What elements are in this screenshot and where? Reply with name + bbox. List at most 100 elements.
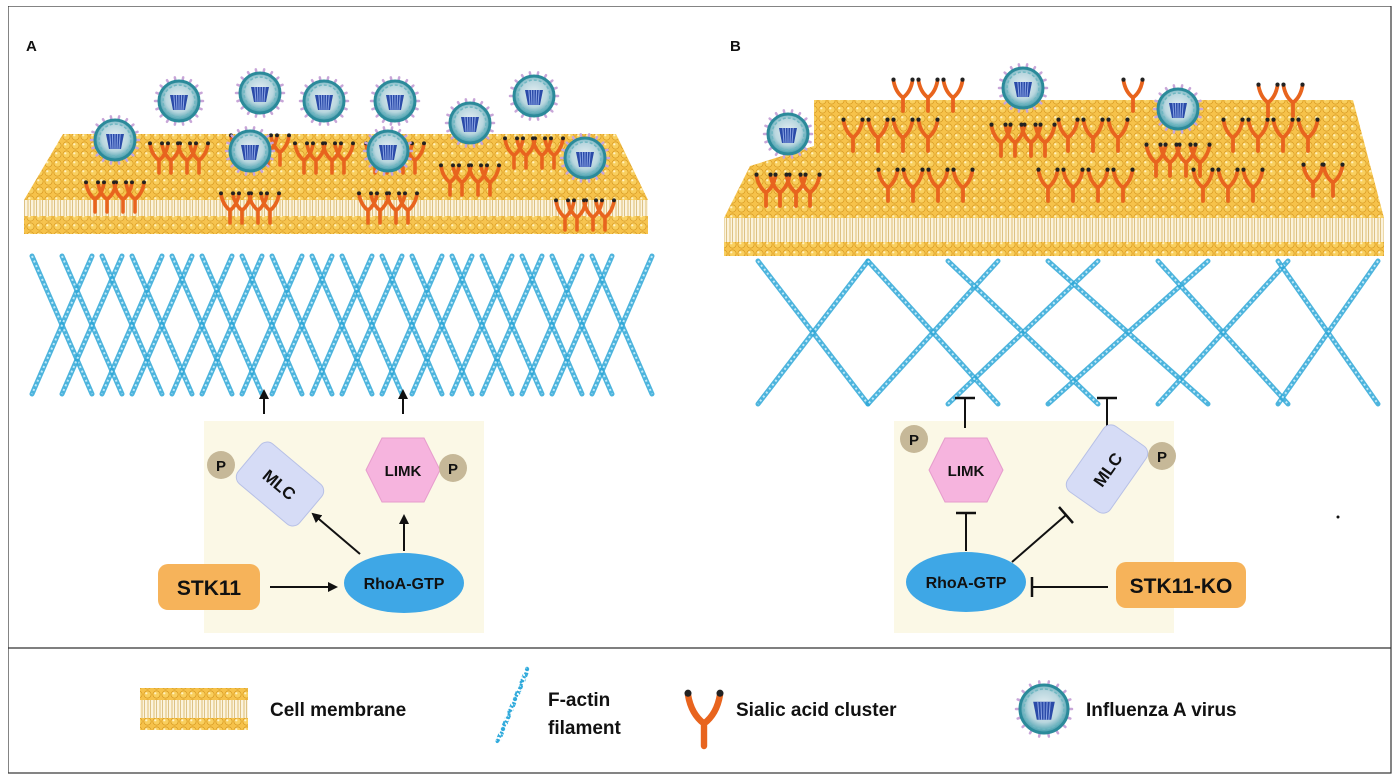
panel-b-label: B [730, 38, 741, 55]
sialic-b-28 [941, 77, 965, 113]
sialic-b-bound-2-2 [1174, 142, 1198, 178]
sialic-b-5 [901, 167, 925, 203]
limk-label-a: LIMK [385, 463, 422, 480]
actin-network-b [755, 258, 1381, 407]
sialic-a-1-3 [188, 141, 210, 175]
inhibit-rhoa-limk-b [956, 511, 976, 551]
limk-label-b: LIMK [948, 463, 985, 480]
viruses-a [89, 68, 611, 183]
panel-a-label: A [26, 38, 37, 55]
actin-filament-a-9 [169, 253, 235, 397]
sialic-b-14 [1106, 117, 1130, 153]
stk11-ko-label-b: STK11-KO [1130, 575, 1233, 598]
sialic-a-7-3 [259, 191, 281, 225]
influenza-virus-a-7 [224, 126, 276, 176]
sialic-b-15 [1191, 167, 1215, 203]
legend-actin-label-line2: filament [548, 718, 622, 739]
sialic-b-bound-0-3 [798, 172, 822, 208]
actin-filament-a-1 [29, 253, 95, 397]
membrane-bottom-a [24, 224, 648, 234]
sialic-a-2-3 [269, 133, 291, 167]
sialic-b-1 [866, 117, 890, 153]
actin-filament-b-9 [1155, 258, 1291, 407]
sialic-a-1-2 [176, 141, 198, 175]
actin-network-a [29, 253, 655, 397]
panel-b: LIMK P MLC P RhoA-GTP [724, 63, 1384, 633]
rhoa-node-b: RhoA-GTP [906, 552, 1026, 612]
sialic-a-0-3 [124, 180, 146, 214]
membrane-bottom-b [724, 242, 1384, 256]
legend-sialic-label: Sialic acid cluster [736, 700, 897, 721]
influenza-virus-a-5 [444, 98, 496, 148]
sialic-clusters-b [754, 77, 1345, 208]
influenza-virus-a-3 [298, 76, 350, 126]
rhoa-label-b: RhoA-GTP [926, 575, 1007, 592]
viruses-b [762, 63, 1204, 159]
influenza-virus-a-6 [508, 71, 560, 121]
sialic-b-0 [841, 117, 865, 153]
sialic-b-bound-0-2 [784, 172, 808, 208]
sialic-a-3-3 [333, 141, 355, 175]
influenza-virus-b-2 [1152, 84, 1204, 134]
influenza-virus-b-1 [997, 63, 1049, 113]
sialic-a-8-3 [397, 191, 419, 225]
limk-node-b: LIMK [928, 437, 1004, 503]
mlc-node-b: MLC [1065, 424, 1149, 514]
sialic-b-3 [916, 117, 940, 153]
figure-border [8, 6, 1392, 774]
legend-membrane-icon [140, 688, 248, 730]
sialic-a-6-3 [543, 136, 565, 170]
p-badge-limk-b: P [900, 425, 928, 453]
sialic-b-26 [891, 77, 915, 113]
membrane-top-b [724, 100, 1384, 218]
p-badge-limk-a: P [439, 454, 467, 482]
stk11-label-a: STK11 [177, 577, 242, 600]
sialic-b-bound-1-3 [1033, 122, 1057, 158]
arrow-rhoa-mlc-a [311, 512, 361, 555]
sialic-b-21 [1296, 117, 1320, 153]
sialic-b-25 [1321, 162, 1345, 198]
legend-actin-icon [495, 665, 531, 744]
sialic-b-18 [1221, 117, 1245, 153]
svg-text:P: P [216, 458, 226, 475]
actin-filament-a-13 [239, 253, 305, 397]
sialic-b-bound-2-1 [1158, 142, 1182, 178]
influenza-virus-a-9 [559, 133, 611, 183]
p-badge-mlc-a: P [207, 451, 235, 479]
influenza-virus-a-4 [369, 76, 421, 126]
svg-text:P: P [1157, 449, 1167, 466]
legend-virus-shape [1014, 680, 1074, 738]
actin-filament-b-11 [1275, 258, 1381, 407]
inhibit-rhoa-mlc-b [1011, 506, 1074, 563]
sialic-b-29 [1121, 77, 1145, 113]
sialic-b-27 [916, 77, 940, 113]
sialic-b-2 [891, 117, 915, 153]
sialic-b-bound-0-1 [768, 172, 792, 208]
legend-sialic-icon [684, 689, 724, 750]
influenza-virus-a-1 [153, 76, 205, 126]
p-badge-mlc-b: P [1148, 442, 1176, 470]
diagram-canvas: A B MLC P LIMK [8, 6, 1392, 774]
legend-actin-label-line1: F-actin [548, 690, 610, 711]
rhoa-node-a: RhoA-GTP [344, 553, 464, 613]
sialic-b-22 [1256, 82, 1280, 118]
sialic-b-6 [926, 167, 950, 203]
sialic-b-bound-1-1 [1003, 122, 1027, 158]
sialic-b-9 [1061, 167, 1085, 203]
actin-filament-a-29 [519, 253, 585, 397]
legend-virus-label: Influenza A virus [1086, 700, 1237, 721]
sialic-b-24 [1301, 162, 1325, 198]
rhoa-label-a: RhoA-GTP [364, 576, 445, 593]
sialic-a-3-2 [321, 141, 343, 175]
panel-a: MLC P LIMK P RhoA-GTP STK11 [24, 68, 655, 633]
svg-text:P: P [448, 461, 458, 478]
inhibit-limk-actin-b [955, 396, 975, 428]
sialic-b-bound-2-3 [1188, 142, 1212, 178]
sialic-b-17 [1241, 167, 1265, 203]
actin-filament-a-25 [449, 253, 515, 397]
sialic-b-19 [1246, 117, 1270, 153]
stray-dot [1336, 515, 1340, 519]
sialic-b-12 [1056, 117, 1080, 153]
legend-virus-icon [1014, 680, 1074, 738]
sialic-b-10 [1086, 167, 1110, 203]
